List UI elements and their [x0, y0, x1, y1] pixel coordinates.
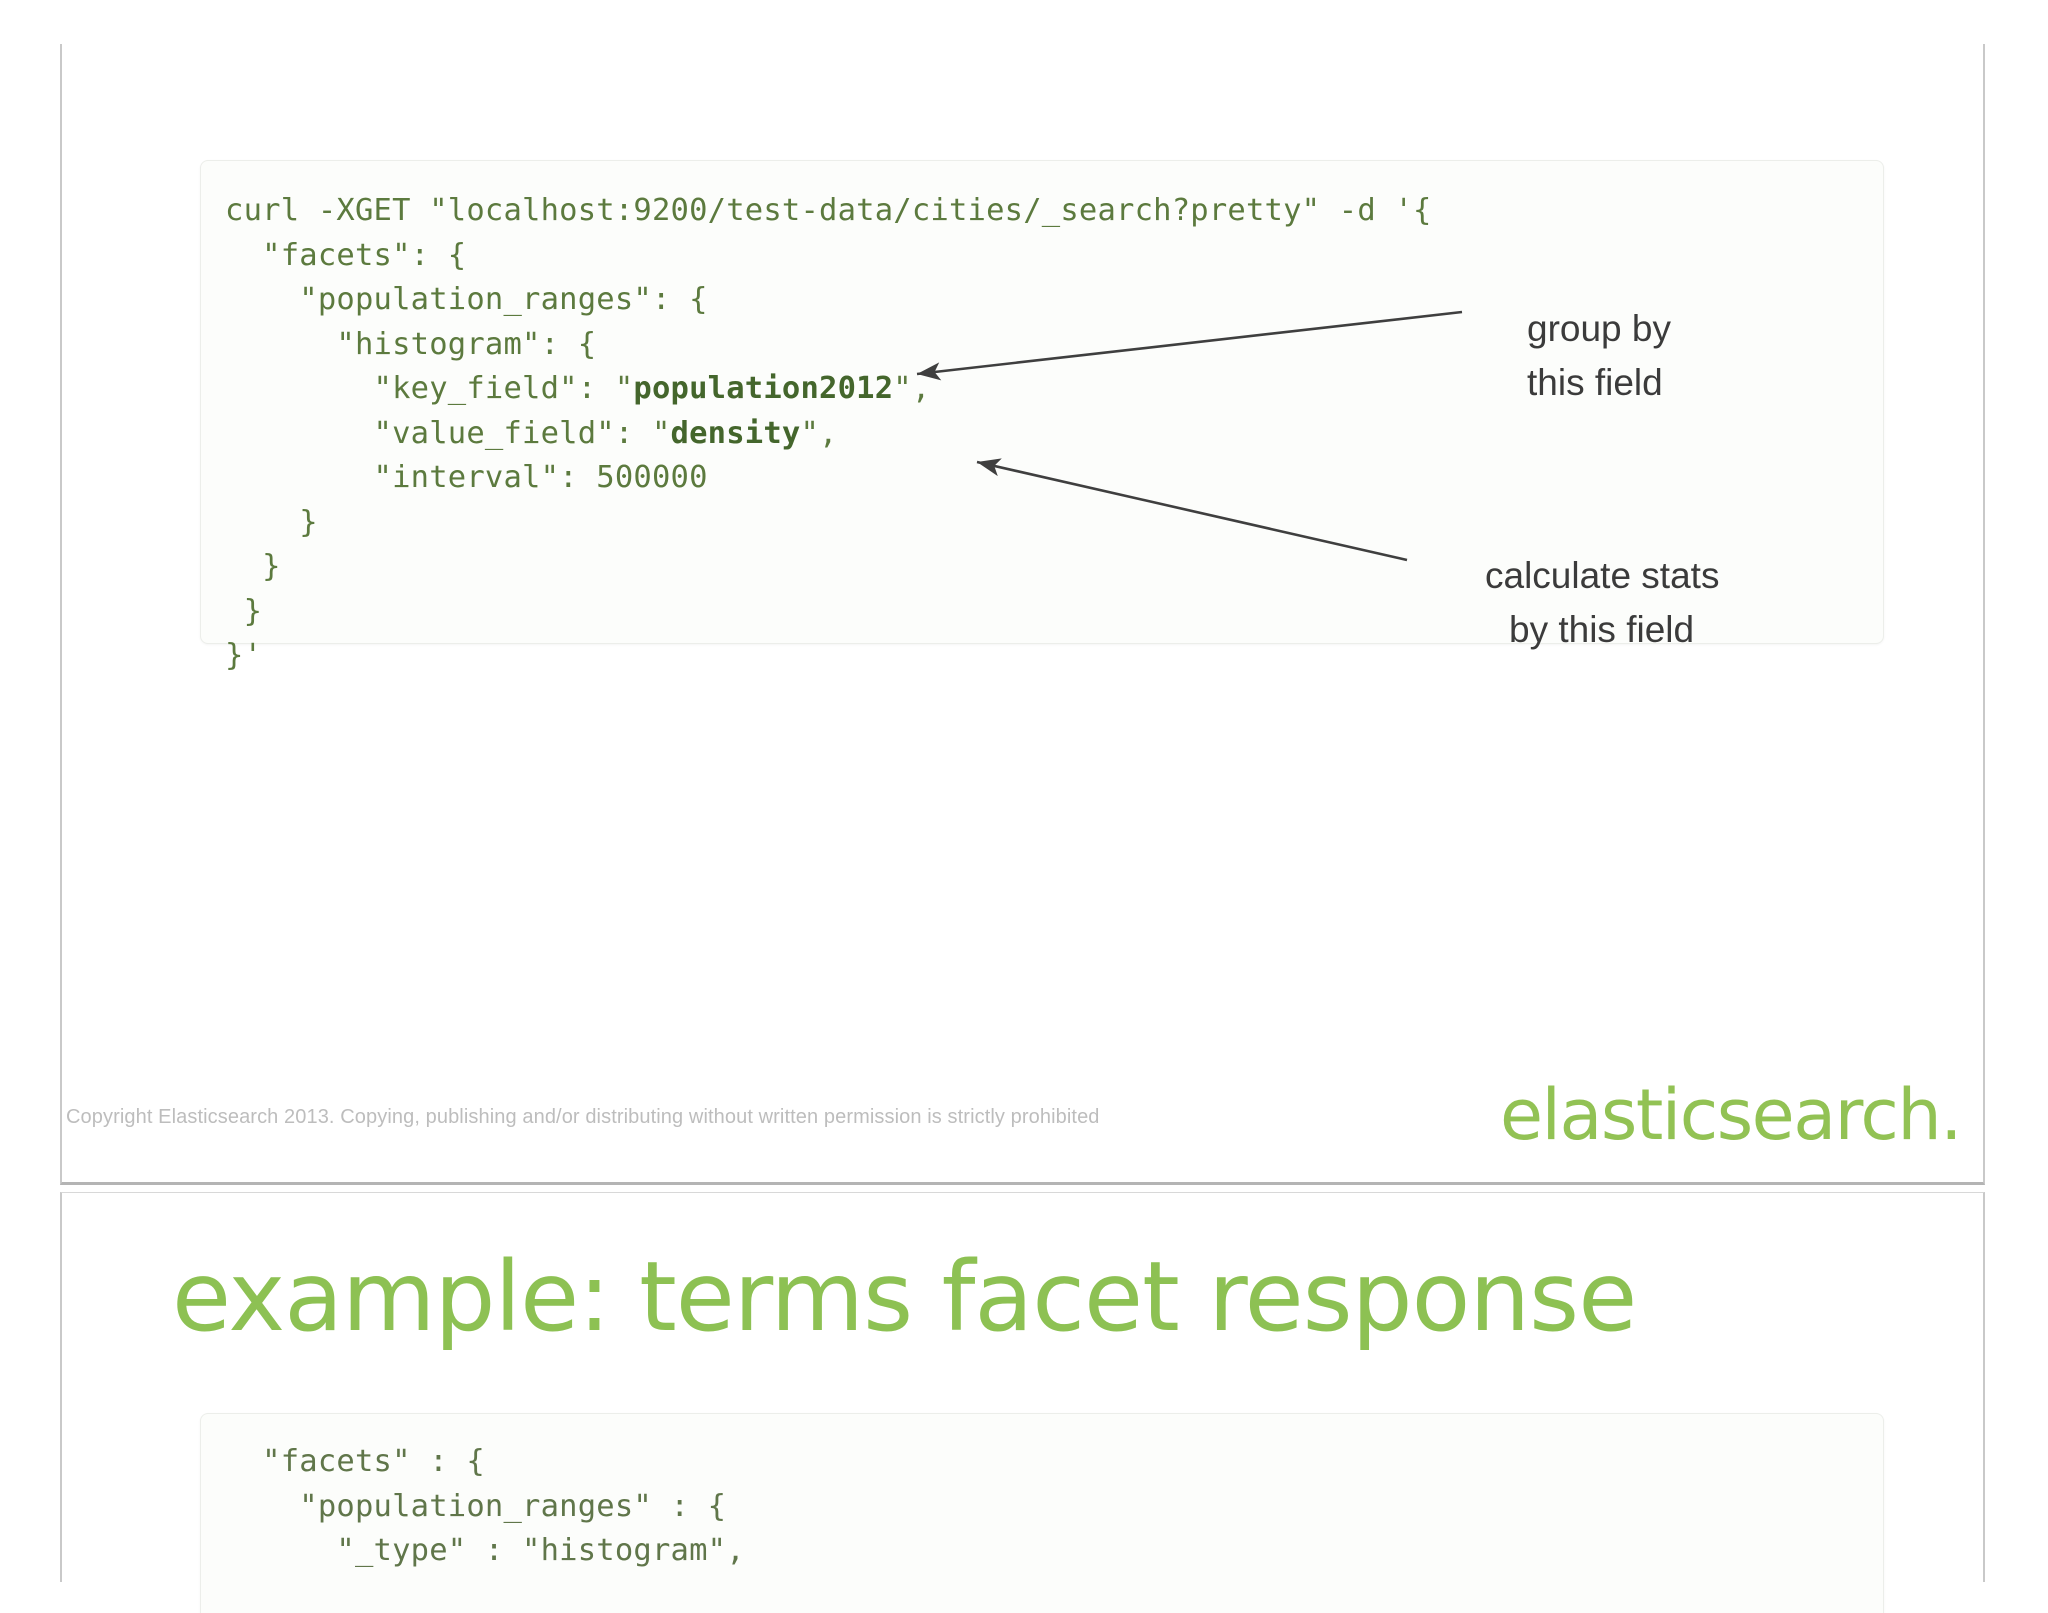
slide-footer: Copyright Elasticsearch 2013. Copying, p…: [62, 1074, 1983, 1182]
elasticsearch-logo: elasticsearch.: [1499, 1074, 1963, 1156]
slide-facet-response: example: terms facet response "facets" :…: [60, 1192, 1985, 1613]
annotation-calculate-stats-line1: calculate stats: [1485, 555, 1720, 596]
annotation-group-by-line1: group by: [1527, 308, 1671, 349]
annotation-calculate-stats-line2: by this field: [1509, 609, 1695, 650]
copyright-notice: Copyright Elasticsearch 2013. Copying, p…: [66, 1106, 1100, 1128]
code-line-key-field: "key_field": "population2012",: [225, 371, 931, 406]
code-block-facet-request: curl -XGET "localhost:9200/test-data/cit…: [200, 160, 1884, 673]
code-text-facet-response: "facets" : { "population_ranges" : { "_t…: [225, 1444, 745, 1568]
code-text-facet-request: curl -XGET "localhost:9200/test-data/cit…: [225, 193, 1432, 673]
token-density: density: [670, 415, 801, 451]
annotation-calculate-stats: calculate stats by this field: [1485, 549, 1719, 657]
slide-facet-request: curl -XGET "localhost:9200/test-data/cit…: [60, 44, 1985, 1185]
annotation-group-by: group by this field: [1527, 302, 1671, 410]
annotation-group-by-line2: this field: [1527, 362, 1663, 403]
page-title: example: terms facet response: [172, 1241, 1637, 1353]
code-line-value-field: "value_field": "density",: [225, 415, 838, 451]
code-block-facet-response: "facets" : { "population_ranges" : { "_t…: [200, 1413, 1884, 1613]
token-population2012: population2012: [633, 371, 894, 406]
